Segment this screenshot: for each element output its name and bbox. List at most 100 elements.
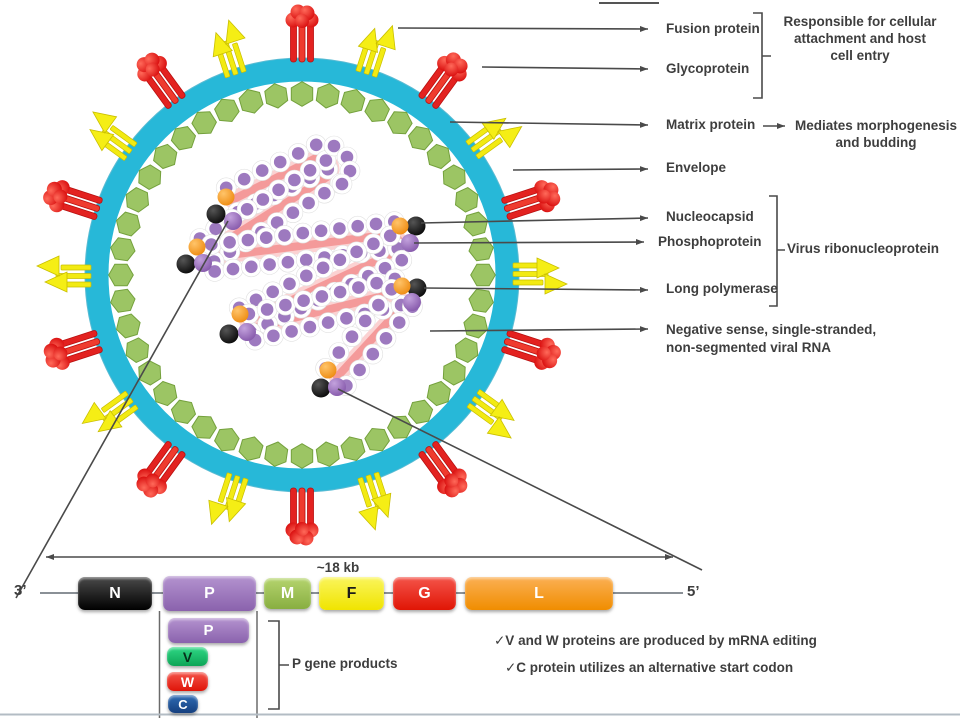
- phosphoprotein-sphere-orange: [391, 217, 409, 235]
- phosphoprotein-leader-line: [413, 239, 645, 246]
- nucleocapsid-bead: [367, 294, 389, 316]
- matrix-protein-leader-line: [449, 121, 649, 128]
- five-prime-label: 5’: [687, 583, 700, 600]
- long-polymerase-sphere: [311, 378, 331, 398]
- matrix-hexagon: [191, 111, 217, 135]
- matrix-hexagon: [463, 313, 489, 339]
- phosphoprotein-sphere-purple: [224, 212, 242, 230]
- phosphoprotein-sphere-purple: [401, 234, 419, 252]
- nucleocapsid-bead: [349, 359, 371, 381]
- genome-diagonal-left: [15, 220, 229, 599]
- membrane-layer: [36, 4, 568, 546]
- fusion-protein-leader-line: [397, 25, 649, 32]
- matrix-hexagon: [138, 360, 162, 386]
- p-gene-products-label: P gene products: [292, 656, 398, 671]
- matrix-hexagon: [454, 187, 479, 213]
- matrix-hexagon: [138, 164, 162, 190]
- matrix-hexagon: [340, 88, 366, 114]
- glycoprotein-leader-line: [481, 65, 649, 72]
- nucleocapsid-label: Nucleocapsid: [666, 209, 754, 224]
- gene-box-l: L: [465, 577, 613, 610]
- nucleocapsid-bead: [251, 160, 273, 182]
- matrix-hexagon: [191, 415, 217, 439]
- nucleocapsid-bead: [354, 310, 376, 332]
- brackets: [268, 12, 785, 710]
- nucleocapsid-bead: [259, 254, 281, 275]
- matrix-hexagon: [470, 263, 496, 287]
- nucleocapsid-leader-line: [420, 215, 649, 224]
- note-mrna-editing: ✓V and W proteins are produced by mRNA e…: [494, 633, 817, 648]
- nucleocapsid-bead: [281, 320, 303, 342]
- matrix-hexagon: [125, 337, 150, 363]
- matrix-hexagon: [340, 436, 366, 462]
- phosphoprotein-sphere-orange: [393, 277, 411, 295]
- matrix-hexagon: [387, 111, 413, 135]
- matrix-hexagon: [407, 399, 434, 424]
- matrix-hexagon: [364, 427, 390, 452]
- long-polymerase-sphere: [206, 204, 226, 224]
- matrix-hexagon: [108, 263, 134, 287]
- note-start-codon: ✓C protein utilizes an alternative start…: [505, 660, 794, 675]
- three-prime-label: 3’: [14, 582, 27, 599]
- viral-rna-leader-line: [429, 326, 649, 333]
- matrix-hexagon: [115, 211, 141, 237]
- phosphoprotein-sphere-orange: [319, 361, 337, 379]
- nucleocapsid-bead: [331, 173, 353, 195]
- glycoprotein-label: Glycoprotein: [666, 61, 750, 76]
- nucleocapsid-bead: [233, 168, 255, 190]
- glycoprotein-spike: [39, 324, 105, 375]
- matrix-hexagon: [426, 380, 451, 407]
- matrix-hexagon: [407, 126, 434, 151]
- matrix-hexagon: [153, 380, 178, 407]
- matrix-hexagon: [468, 237, 494, 262]
- gene-box-n: N: [78, 577, 152, 610]
- phosphoprotein-sphere-purple: [328, 378, 346, 396]
- nucleocapsid-bead: [328, 218, 350, 239]
- nucleocapsid-bead: [299, 316, 321, 338]
- envelope-ring: [85, 58, 519, 492]
- nucleocapsid-bead: [293, 290, 315, 312]
- phosphoprotein-sphere-purple: [194, 254, 212, 272]
- matrix-protein-label: Matrix protein: [666, 117, 756, 132]
- matrix-hexagon: [153, 143, 178, 170]
- matrix-hexagon: [264, 83, 289, 109]
- nucleocapsid-bead: [310, 220, 332, 242]
- matrix-hexagon: [125, 187, 150, 213]
- nucleocapsid-bead: [287, 142, 309, 164]
- matrix-hexagon: [170, 399, 197, 424]
- gene-box-m: M: [264, 578, 311, 609]
- viral-rna-label-line1: Negative sense, single-stranded,: [666, 322, 877, 337]
- nucleocapsid-bead: [362, 343, 384, 365]
- matrix-hexagon: [238, 436, 264, 462]
- fusion-protein-spike: [36, 255, 92, 293]
- phosphoprotein-sphere-purple: [403, 293, 421, 311]
- attachment-role-note: Responsible for cellular attachment and …: [783, 14, 937, 63]
- long-polymerase-sphere: [407, 278, 427, 298]
- matrix-hexagon: [463, 211, 489, 237]
- envelope-leader-line: [512, 166, 649, 173]
- vrnp-label: Virus ribonucleoprotein: [787, 241, 940, 256]
- matrix-hexagon: [442, 164, 466, 190]
- matrix-hexagon: [214, 98, 240, 123]
- phosphoprotein-label: Phosphoprotein: [658, 234, 762, 249]
- glycoprotein-spike: [285, 4, 319, 63]
- nucleocapsid-bead: [240, 256, 262, 278]
- nucleocapsid-bead: [222, 258, 244, 280]
- matrix-hexagon: [110, 237, 136, 262]
- matrix-hexagon: [264, 441, 289, 467]
- nucleocapsid-bead: [335, 307, 357, 329]
- nucleocapsid-bead: [328, 342, 350, 363]
- ribonucleoprotein-layer: [176, 134, 427, 398]
- nucleocapsid-bead: [255, 227, 277, 249]
- viral-rna-label-line2: non-segmented viral RNA: [666, 339, 832, 355]
- matrix-hexagon: [454, 337, 479, 363]
- gene-box-p: P: [163, 576, 256, 611]
- long-polymerase-sphere: [176, 254, 196, 274]
- matrix-hexagon: [315, 441, 340, 467]
- nucleocapsid-bead: [262, 325, 284, 347]
- nucleocapsid-bead: [347, 277, 369, 299]
- nucleocapsid-bead: [341, 326, 363, 348]
- p-gene-products-bracket: [268, 620, 289, 710]
- nucleocapsid-bead: [317, 312, 339, 334]
